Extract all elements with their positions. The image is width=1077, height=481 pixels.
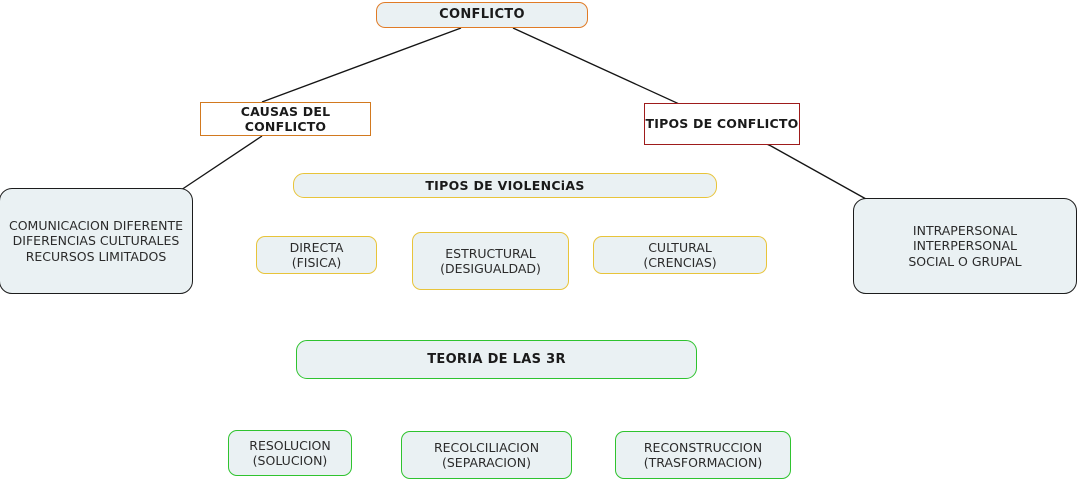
node-tipos-detalle-label: INTRAPERSONAL INTERPERSONAL SOCIAL O GRU… (908, 223, 1022, 269)
node-causas-del-conflicto[interactable]: CAUSAS DEL CONFLICTO (200, 102, 371, 136)
node-causas-detalle-label: COMUNICACION DIFERENTE DIFERENCIAS CULTU… (8, 218, 184, 264)
node-violencias-label: TIPOS DE VIOLENCiAS (425, 177, 585, 193)
node-violencia-estructural[interactable]: ESTRUCTURAL (DESIGUALDAD) (412, 232, 569, 290)
node-teoria-de-las-3r[interactable]: TEORIA DE LAS 3R (296, 340, 697, 379)
node-causas-detalle[interactable]: COMUNICACION DIFERENTE DIFERENCIAS CULTU… (0, 188, 193, 294)
node-resolucion-label: RESOLUCION (SOLUCION) (249, 437, 331, 468)
node-causas-label: CAUSAS DEL CONFLICTO (240, 103, 331, 134)
node-violencia-directa[interactable]: DIRECTA (FISICA) (256, 236, 377, 274)
node-conflicto[interactable]: CONFLICTO (376, 2, 588, 28)
node-directa-label: DIRECTA (FISICA) (289, 239, 344, 270)
node-reconstruccion-label: RECONSTRUCCION (TRASFORMACION) (643, 439, 763, 470)
node-violencia-cultural[interactable]: CULTURAL (CRENCIAS) (593, 236, 767, 274)
node-reconciliacion-label: RECOLCILIACION (SEPARACION) (433, 439, 540, 470)
node-cultural-label: CULTURAL (CRENCIAS) (643, 239, 717, 270)
node-conflicto-label: CONFLICTO (439, 7, 525, 23)
node-teoria-label: TEORIA DE LAS 3R (427, 351, 566, 367)
node-reconciliacion[interactable]: RECOLCILIACION (SEPARACION) (401, 431, 572, 479)
node-tipos-de-conflicto[interactable]: TIPOS DE CONFLICTO (644, 103, 800, 145)
node-tipos-de-violencias[interactable]: TIPOS DE VIOLENCiAS (293, 173, 717, 198)
node-reconstruccion[interactable]: RECONSTRUCCION (TRASFORMACION) (615, 431, 791, 479)
node-tipos-detalle[interactable]: INTRAPERSONAL INTERPERSONAL SOCIAL O GRU… (853, 198, 1077, 294)
edge-causas-detail (180, 135, 263, 191)
edge-conflicto-causas (261, 27, 462, 103)
node-estructural-label: ESTRUCTURAL (DESIGUALDAD) (440, 245, 541, 276)
node-tipos-conflicto-label: TIPOS DE CONFLICTO (645, 116, 799, 132)
node-resolucion[interactable]: RESOLUCION (SOLUCION) (228, 430, 352, 476)
edge-tipos-detail (770, 145, 867, 200)
